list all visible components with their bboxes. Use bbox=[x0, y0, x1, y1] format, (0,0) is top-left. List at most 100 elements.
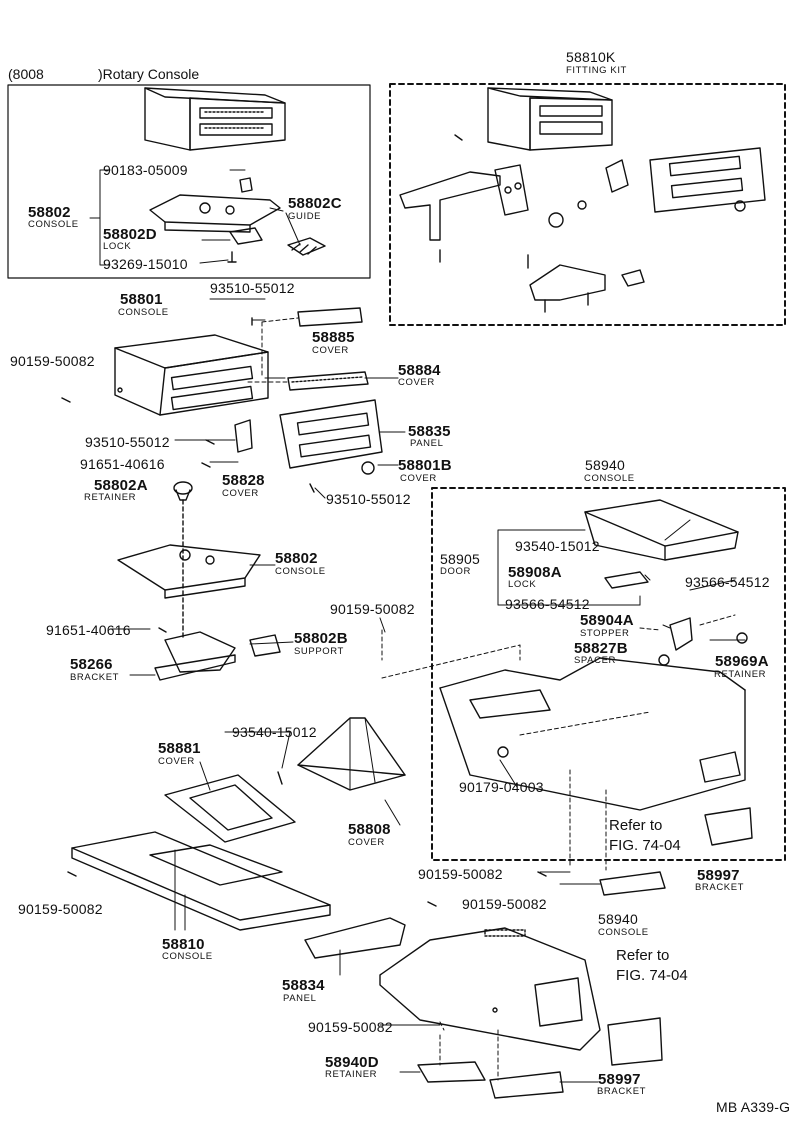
part-name: RETAINER bbox=[714, 669, 767, 680]
part-name: BRACKET bbox=[597, 1086, 647, 1097]
part-number: 58801B bbox=[398, 457, 452, 474]
part-number: 93269-15010 bbox=[103, 256, 188, 272]
guide-part bbox=[287, 237, 326, 256]
panel-58834 bbox=[304, 917, 406, 959]
part-number: 93566-54512 bbox=[505, 596, 590, 612]
panel-58835 bbox=[279, 399, 383, 469]
bracket-lines-rotary bbox=[89, 169, 111, 266]
part-ref-74-04-a bbox=[704, 807, 753, 846]
part-number: 93510-55012 bbox=[326, 491, 411, 507]
part-name: LOCK bbox=[508, 579, 537, 590]
stopper-58904A bbox=[669, 617, 693, 651]
part-name: COVER bbox=[312, 345, 349, 356]
part-number: 91651-40616 bbox=[80, 456, 165, 472]
console-58802-mid bbox=[117, 544, 261, 599]
cover-58801B bbox=[361, 461, 375, 475]
part-name: STOPPER bbox=[580, 628, 630, 639]
part-name: SUPPORT bbox=[294, 646, 344, 657]
rotary-console-unit bbox=[144, 87, 286, 151]
part-name: CONSOLE bbox=[162, 951, 213, 962]
part-name: CONSOLE bbox=[118, 307, 169, 318]
part-number: 58940 bbox=[585, 457, 625, 473]
part-number: 58802 bbox=[275, 550, 318, 567]
part-number: 58802 bbox=[28, 204, 71, 221]
part-name: CONSOLE bbox=[584, 473, 635, 484]
part-name: RETAINER bbox=[84, 492, 137, 503]
retainer-58940D bbox=[417, 1061, 486, 1083]
part-name: CONSOLE bbox=[598, 927, 649, 938]
fitting-kit-bracket bbox=[399, 164, 529, 241]
part-name: BRACKET bbox=[695, 882, 745, 893]
figure-reference: FIG. 74-04 bbox=[609, 837, 681, 854]
retainer-58802A bbox=[173, 481, 193, 501]
part-number: 93566-54512 bbox=[685, 574, 770, 590]
part-number: 58997 bbox=[697, 867, 740, 884]
part-number: 91651-40616 bbox=[46, 622, 131, 638]
part-number: 58810K bbox=[566, 49, 616, 65]
support-58802B bbox=[249, 634, 281, 657]
part-number: 93510-55012 bbox=[85, 434, 170, 450]
part-name: COVER bbox=[400, 473, 437, 484]
part-name: SPACER bbox=[574, 655, 616, 666]
diagram-code: MB A339-G bbox=[716, 1099, 791, 1115]
part-number: 58802D bbox=[103, 226, 157, 243]
part-number: 90179-04003 bbox=[459, 779, 544, 795]
fitting-kit-frame bbox=[389, 83, 786, 326]
part-name: COVER bbox=[222, 488, 259, 499]
part-number: 93540-15012 bbox=[232, 724, 317, 740]
part-number: 58905 bbox=[440, 551, 480, 567]
part-number: 58810 bbox=[162, 936, 205, 953]
part-number: 58940 bbox=[598, 911, 638, 927]
fitting-kit-small-parts bbox=[439, 134, 746, 313]
part-name: PANEL bbox=[283, 993, 317, 1004]
part-name: FITTING KIT bbox=[566, 65, 627, 76]
rear-console-body bbox=[439, 657, 746, 811]
part-number: 58802A bbox=[94, 477, 148, 494]
part-name: CONSOLE bbox=[275, 566, 326, 577]
part-number: 58969A bbox=[715, 653, 769, 670]
lock-58908A bbox=[604, 571, 649, 589]
part-name: COVER bbox=[158, 756, 195, 767]
mid-screws bbox=[61, 397, 167, 633]
part-number: 58940D bbox=[325, 1054, 379, 1071]
part-name: CONSOLE bbox=[28, 219, 79, 230]
part-number: 58801 bbox=[120, 291, 163, 308]
part-name: COVER bbox=[398, 377, 435, 388]
part-number: 90159-50082 bbox=[18, 901, 103, 917]
bracket-58997-a bbox=[599, 871, 666, 896]
rear-console-lid bbox=[584, 499, 739, 561]
figure-reference: FIG. 74-04 bbox=[616, 967, 688, 984]
part-name: PANEL bbox=[410, 438, 444, 449]
part-name: COVER bbox=[348, 837, 385, 848]
bracket-58266 bbox=[154, 631, 236, 681]
rotary-console-bracket bbox=[149, 177, 281, 233]
part-number: 90159-50082 bbox=[10, 353, 95, 369]
part-ref-74-04-b bbox=[607, 1017, 663, 1066]
part-number: 58827B bbox=[574, 640, 628, 657]
part-number: 90159-50082 bbox=[418, 866, 503, 882]
rear-console-frame bbox=[431, 487, 786, 861]
part-number: 90183-05009 bbox=[103, 162, 188, 178]
part-number: 58884 bbox=[398, 362, 441, 379]
front-screws bbox=[201, 439, 315, 493]
spacer-58827B bbox=[658, 654, 670, 666]
bracket-58997-b bbox=[489, 1071, 564, 1099]
rotary-console-frame bbox=[7, 84, 371, 279]
part-number: 90159-50082 bbox=[462, 896, 547, 912]
part-name: DOOR bbox=[440, 566, 471, 577]
part-name: LOCK bbox=[103, 241, 132, 252]
part-number: 90159-50082 bbox=[330, 601, 415, 617]
part-number: 93540-15012 bbox=[515, 538, 600, 554]
header-title: )Rotary Console bbox=[98, 66, 200, 82]
cover-58885 bbox=[297, 307, 363, 327]
console-58940-lower bbox=[379, 927, 601, 1051]
part-number: 58266 bbox=[70, 656, 113, 673]
part-number: 58997 bbox=[598, 1071, 641, 1088]
lower-screws bbox=[67, 771, 283, 877]
figure-reference: Refer to bbox=[616, 947, 670, 964]
part-number: 58828 bbox=[222, 472, 265, 489]
cover-58881 bbox=[164, 774, 296, 843]
fitting-kit-console-unit bbox=[487, 87, 613, 151]
